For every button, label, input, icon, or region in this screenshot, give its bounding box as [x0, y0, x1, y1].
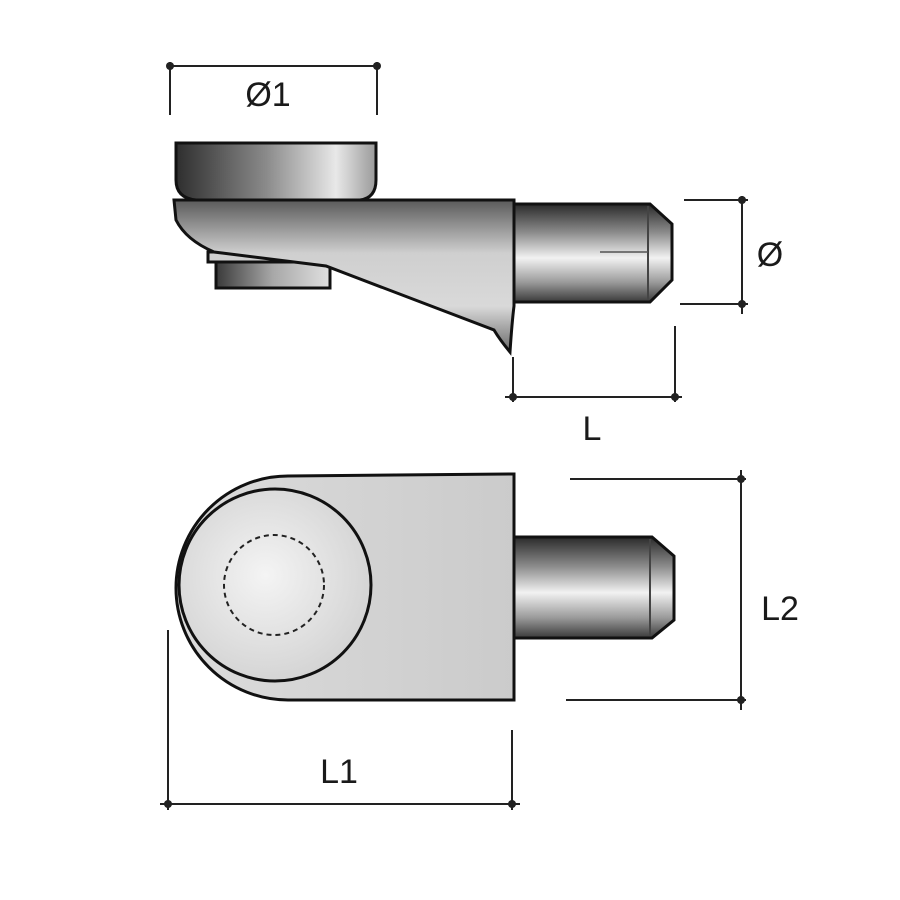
- dimension-label-d: Ø: [757, 236, 783, 274]
- dimension-label-l: L: [583, 410, 602, 448]
- dimension-d: Ø: [680, 196, 783, 314]
- dimension-l: L: [505, 326, 682, 448]
- side-view: Ø1 Ø: [166, 62, 783, 448]
- pin-side: [512, 202, 674, 304]
- dimension-l1: L1: [160, 630, 520, 810]
- support-disc-top: [177, 487, 373, 683]
- dimension-label-l2: L2: [761, 590, 799, 628]
- pin-top: [512, 535, 676, 640]
- dimension-label-d1: Ø1: [245, 76, 290, 114]
- support-body-side: [172, 198, 516, 356]
- dimension-l2: L2: [566, 470, 799, 710]
- hole-outline-dashed: [223, 534, 325, 636]
- dimension-label-l1: L1: [320, 753, 358, 791]
- top-view: L2 L1: [160, 470, 799, 810]
- dimension-d1: Ø1: [166, 62, 381, 115]
- support-head: [174, 141, 378, 202]
